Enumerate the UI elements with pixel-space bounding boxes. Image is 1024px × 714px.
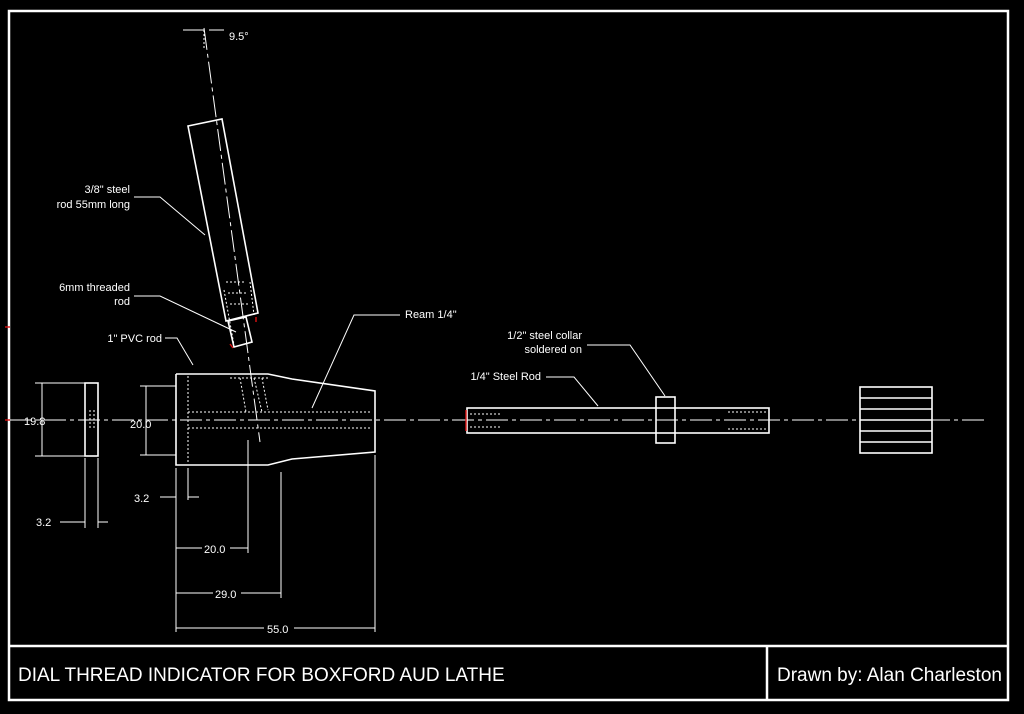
recess-dim: 3.2	[134, 493, 149, 505]
drawing-title: DIAL THREAD INDICATOR FOR BOXFORD AUD LA…	[18, 665, 505, 686]
body-diameter-dim: 20.0	[130, 419, 151, 431]
washer	[35, 382, 108, 528]
threaded-rod-label-1: 6mm threaded	[59, 282, 130, 294]
steel-rod-label-2: rod 55mm long	[57, 199, 130, 211]
steel-rod-label-1: 3/8" steel	[85, 184, 131, 196]
collar-label-2: soldered on	[525, 344, 583, 356]
threaded-rod-label-2: rod	[114, 296, 130, 308]
taper-start-dim: 29.0	[215, 589, 236, 601]
quarter-rod-label: 1/4" Steel Rod	[470, 371, 541, 383]
drawing-border	[7, 9, 1010, 702]
hole-position-dim: 20.0	[204, 544, 225, 556]
collar-label-1: 1/2" steel collar	[507, 330, 582, 342]
overall-length-dim: 55.0	[267, 624, 288, 636]
angled-rod-assembly	[183, 27, 261, 443]
pvc-body	[140, 373, 376, 466]
pvc-rod-label: 1" PVC rod	[107, 333, 162, 345]
angle-dim: 9.5°	[229, 31, 249, 43]
drawn-by-label: Drawn by: Alan Charleston	[777, 665, 1002, 686]
knurled-knob	[859, 386, 933, 454]
washer-thickness-dim: 3.2	[36, 517, 51, 529]
quarter-inch-rod	[465, 396, 770, 444]
body-dimension-lines	[160, 440, 376, 632]
ream-label: Ream 1/4"	[405, 309, 457, 321]
leader-lines	[134, 196, 666, 409]
washer-diameter-dim: 19.8	[24, 416, 45, 428]
